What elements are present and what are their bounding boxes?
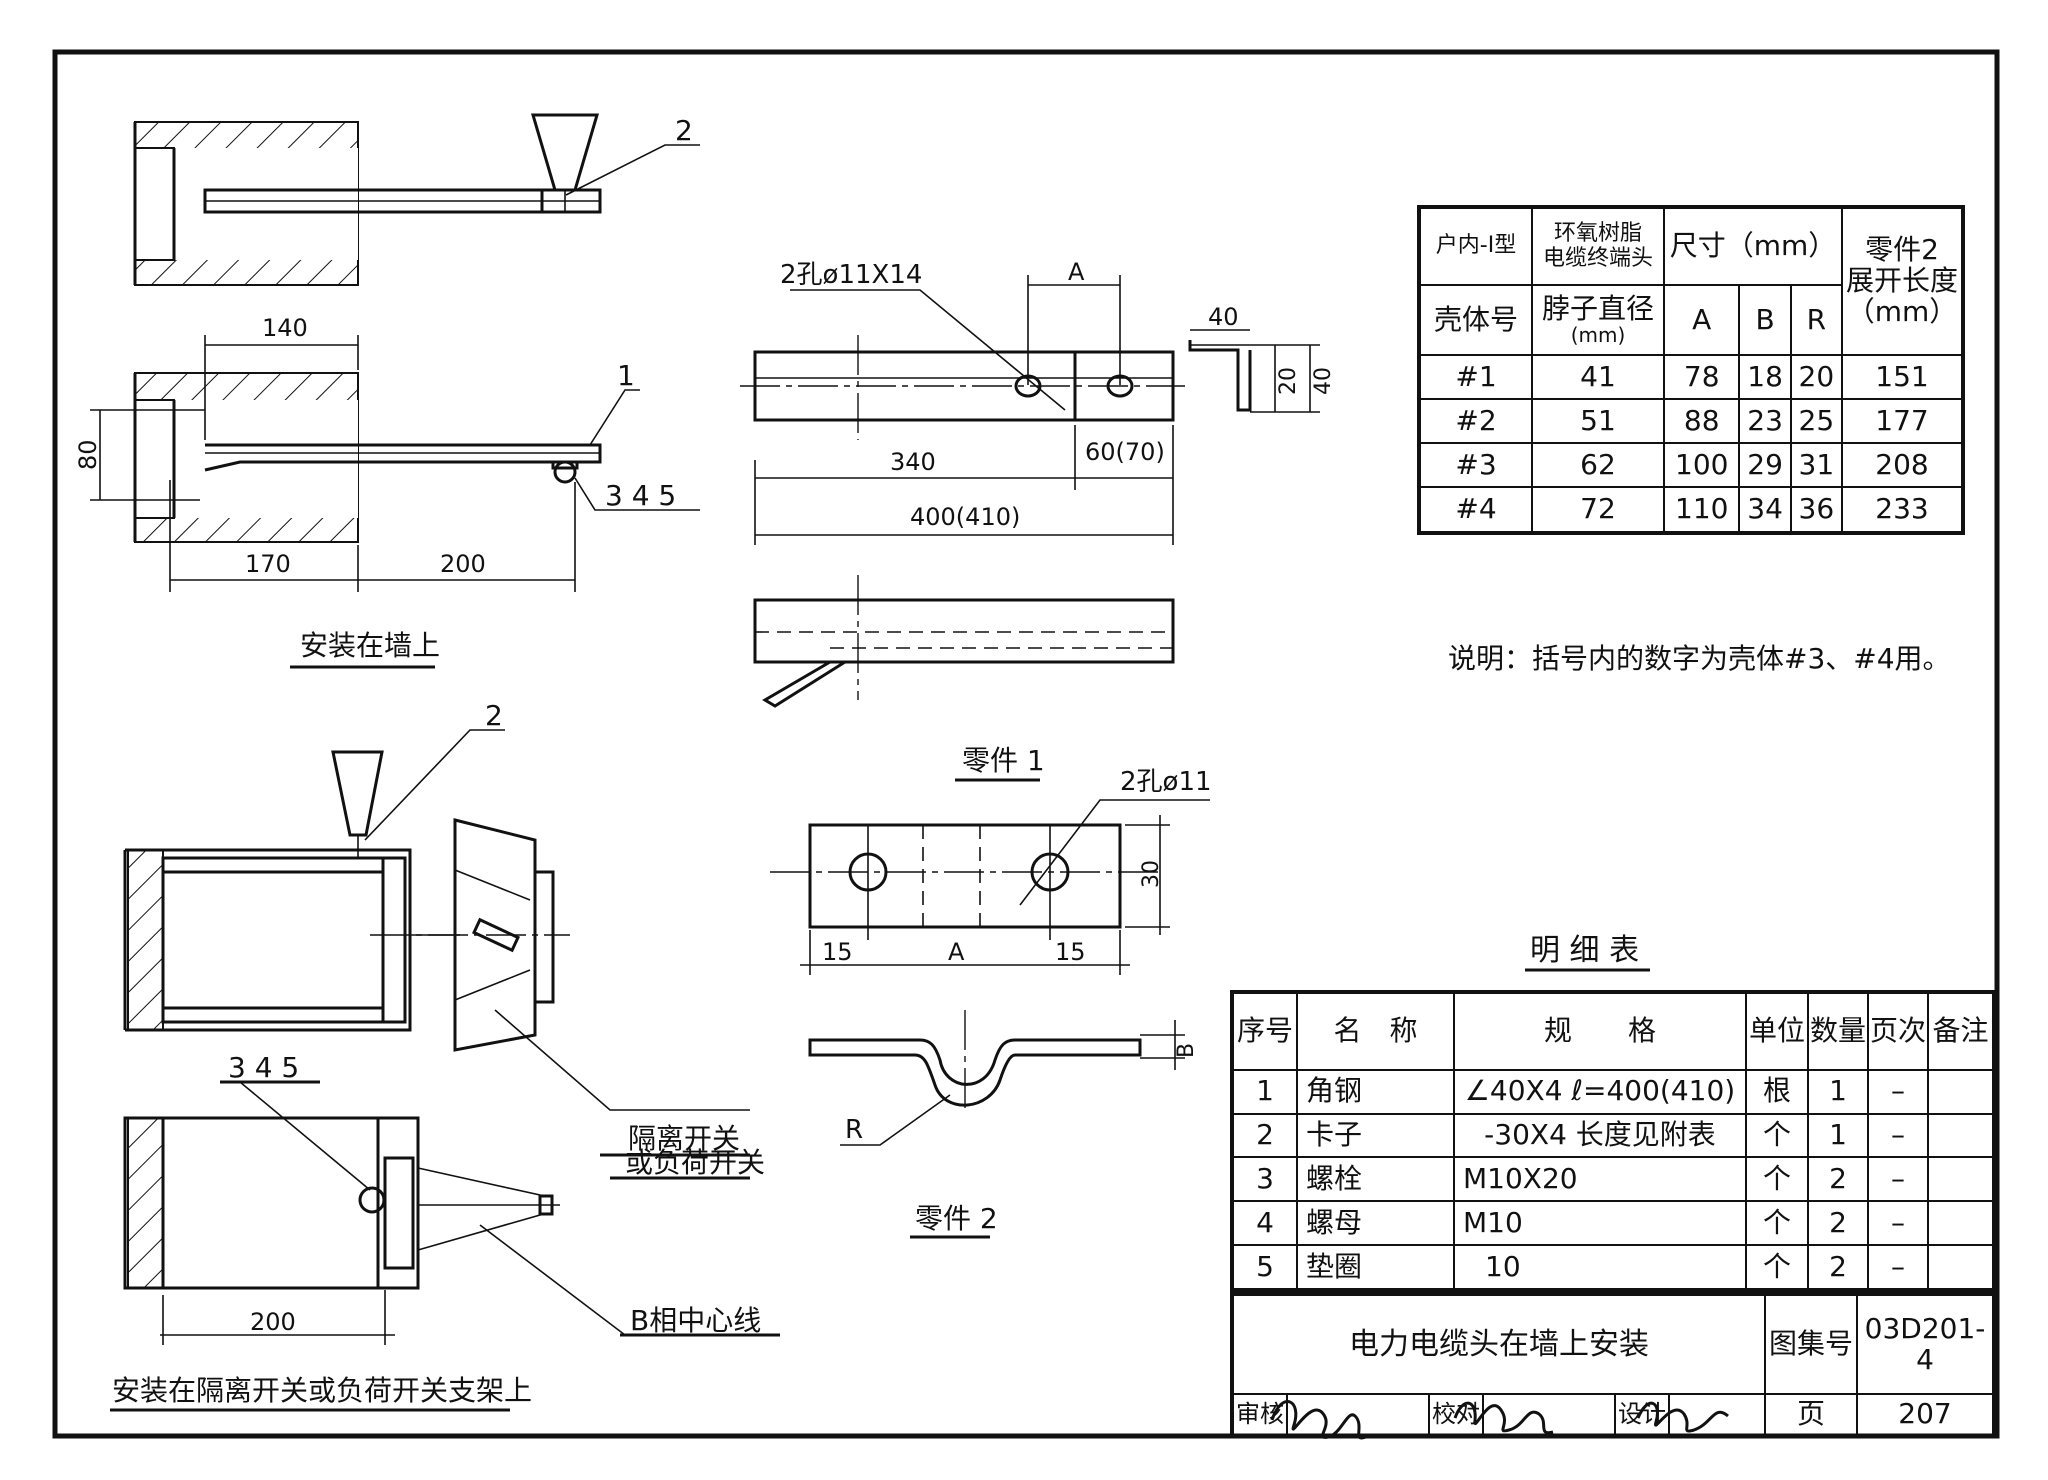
dim-15b: 15 xyxy=(1055,938,1086,966)
bom-header-unit: 单位 xyxy=(1745,991,1809,1071)
title-block: 电力电缆头在墙上安装 图集号 03D201-4 审核 校对 设计 页 207 xyxy=(1230,1292,1996,1438)
dim-A-part1: A xyxy=(1068,258,1085,286)
bom-header-qty: 数量 xyxy=(1807,991,1869,1071)
sheet-border xyxy=(52,49,2000,1439)
note: 说明：括号内的数字为壳体#3、#4用。 xyxy=(1448,642,1951,675)
atlas-number: 03D201-4 xyxy=(1856,1293,1995,1395)
dim-table-header-type: 户内-I型 xyxy=(1418,206,1533,286)
dim-table-header-R: R xyxy=(1789,284,1844,356)
dim-A-part2: A xyxy=(948,938,965,966)
atlas-label: 图集号 xyxy=(1764,1293,1858,1395)
dim-60-70: 60(70) xyxy=(1085,438,1165,466)
bom-header-name: 名 称 xyxy=(1296,991,1455,1071)
bom-header-note: 备注 xyxy=(1927,991,1995,1071)
dim-20: 20 xyxy=(1276,367,1301,395)
design-label: 设计 xyxy=(1614,1393,1670,1437)
callout-items345-top: 3 4 5 xyxy=(605,479,676,512)
page-number: 207 xyxy=(1856,1393,1995,1437)
caption-part1: 零件 1 xyxy=(962,744,1045,777)
callout-item2-top: 2 xyxy=(675,114,693,147)
review-signature-cell xyxy=(1286,1393,1430,1437)
callout-holes-part1: 2孔ø11X14 xyxy=(780,260,922,290)
review-label: 审核 xyxy=(1231,1393,1288,1437)
dim-table-header-terminal: 环氧树脂电缆终端头 xyxy=(1531,206,1665,286)
dim-200a: 200 xyxy=(440,550,486,578)
callout-holes-part2: 2孔ø11 xyxy=(1120,767,1212,797)
label-b-phase: B相中心线 xyxy=(630,1304,761,1337)
design-signature-cell xyxy=(1668,1393,1766,1437)
bom-header-no: 序号 xyxy=(1231,991,1298,1071)
drawing-title: 电力电缆头在墙上安装 xyxy=(1231,1293,1766,1395)
dim-B: B xyxy=(1174,1043,1199,1058)
caption-wall: 安装在墙上 xyxy=(300,629,440,662)
page-label: 页 xyxy=(1764,1393,1858,1437)
dim-table-header-A: A xyxy=(1662,284,1741,356)
dim-30: 30 xyxy=(1139,860,1164,888)
label-isolating-switch: 隔离开关 xyxy=(628,1122,740,1155)
switch-view-upper xyxy=(123,729,750,1111)
part1-drawing xyxy=(740,275,1320,708)
callout-item1: 1 xyxy=(617,359,635,392)
caption-switch: 安装在隔离开关或负荷开关支架上 xyxy=(112,1374,532,1407)
callout-item2-mid: 2 xyxy=(485,699,503,732)
caption-part2: 零件 2 xyxy=(915,1202,998,1235)
dim-table-header-B: B xyxy=(1738,284,1792,356)
check-label: 校对 xyxy=(1428,1393,1484,1437)
dim-table-header-size: 尺寸（mm） xyxy=(1663,206,1843,286)
bom-header-spec: 规 格 xyxy=(1453,991,1747,1071)
dim-170: 170 xyxy=(245,550,291,578)
wall-view-bottom xyxy=(90,144,700,592)
check-signature-cell xyxy=(1482,1393,1616,1437)
callout-radius: R xyxy=(845,1115,863,1145)
dim-80: 80 xyxy=(74,439,102,470)
bom-title: 明 细 表 xyxy=(1530,933,1639,968)
dim-15a: 15 xyxy=(822,938,853,966)
dim-400-410: 400(410) xyxy=(910,503,1020,531)
dim-40b: 40 xyxy=(1311,367,1336,395)
label-load-switch: 或负荷开关 xyxy=(625,1146,765,1179)
wall-view-top xyxy=(133,113,602,286)
bom-header-page: 页次 xyxy=(1867,991,1929,1071)
dim-table-header-neck: 脖子直径(mm) xyxy=(1531,284,1665,356)
dim-140: 140 xyxy=(262,314,308,342)
dim-200b: 200 xyxy=(250,1308,296,1336)
dim-table-header-shell: 壳体号 xyxy=(1418,284,1533,356)
callout-items345-bottom: 3 4 5 xyxy=(228,1051,299,1084)
part2-drawing xyxy=(770,799,1210,1146)
dim-40a: 40 xyxy=(1208,303,1239,331)
dim-340: 340 xyxy=(890,448,936,476)
